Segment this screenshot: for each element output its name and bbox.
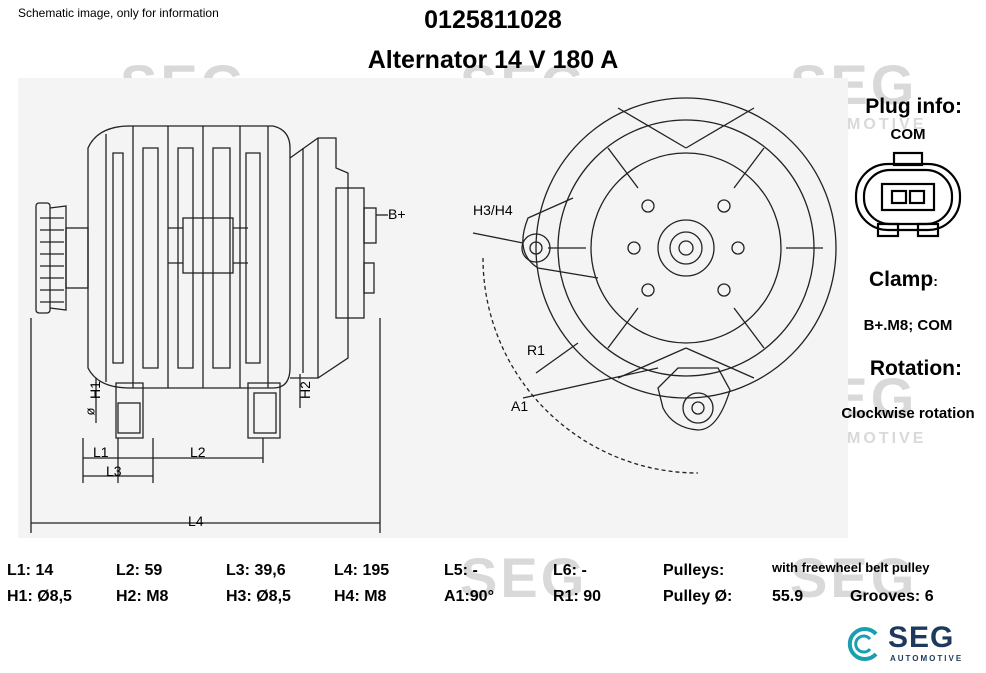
pulley-diameter-label: Pulley Ø: [663,588,733,605]
clamp-value: B+.M8; COM [863,317,953,334]
spec-h2: H2: M8 [116,588,169,605]
watermark: SEG [460,546,588,609]
clamp-heading: Clamp: [869,268,938,292]
label-l1: L1 [93,444,109,460]
label-phi: ø [82,407,98,416]
watermark: SEG [790,546,918,609]
seg-logo-sub: AUTOMOTIVE [890,654,964,663]
pulleys-label: Pulleys: [663,562,725,579]
label-r1: R1 [527,342,545,358]
clamp-heading-text: Clamp [869,268,934,291]
grooves: Grooves: 6 [850,588,934,605]
clamp-colon: : [933,273,938,289]
schematic-note: Schematic image, only for information [18,6,219,20]
label-b-plus: B+ [388,206,406,222]
rotation-value: Clockwise rotation [841,405,975,422]
spec-l6: L6: - [553,562,587,579]
rotation-heading: Rotation: [869,357,962,380]
part-number: 0125811028 [424,6,562,34]
label-a1: A1 [511,398,529,414]
spec-h3: H3: Ø8,5 [226,588,291,605]
alternator-schematic [18,78,848,538]
spec-l4: L4: 195 [334,562,390,579]
spec-l1: L1: 14 [7,562,54,579]
spec-h4: H4: M8 [334,588,387,605]
spec-a1: A1:90° [444,588,494,605]
spec-l3: L3: 39,6 [226,562,286,579]
seg-logo-icon [847,627,878,661]
front-view [472,97,837,474]
spec-h1: H1: Ø8,5 [7,588,72,605]
label-l3: L3 [106,463,122,479]
label-h3h4: H3/H4 [473,202,513,218]
spec-l5: L5: - [444,562,478,579]
label-h1: H1 [86,381,103,399]
plug-connector-icon [854,151,962,238]
pulleys-value: with freewheel belt pulley [772,560,930,575]
plug-value: COM [890,126,926,143]
spec-l2: L2: 59 [116,562,163,579]
label-h2: H2 [296,381,313,399]
product-description: Alternator 14 V 180 A [367,46,619,74]
seg-logo: SEG AUTOMOTIVE [846,621,971,666]
pulley-diameter-value: 55.9 [772,588,804,605]
side-view [30,125,388,533]
plug-info-heading: Plug info: [865,95,962,118]
spec-r1: R1: 90 [553,588,602,605]
label-l4: L4 [188,513,204,529]
seg-logo-text: SEG [888,621,955,654]
label-l2: L2 [190,444,206,460]
